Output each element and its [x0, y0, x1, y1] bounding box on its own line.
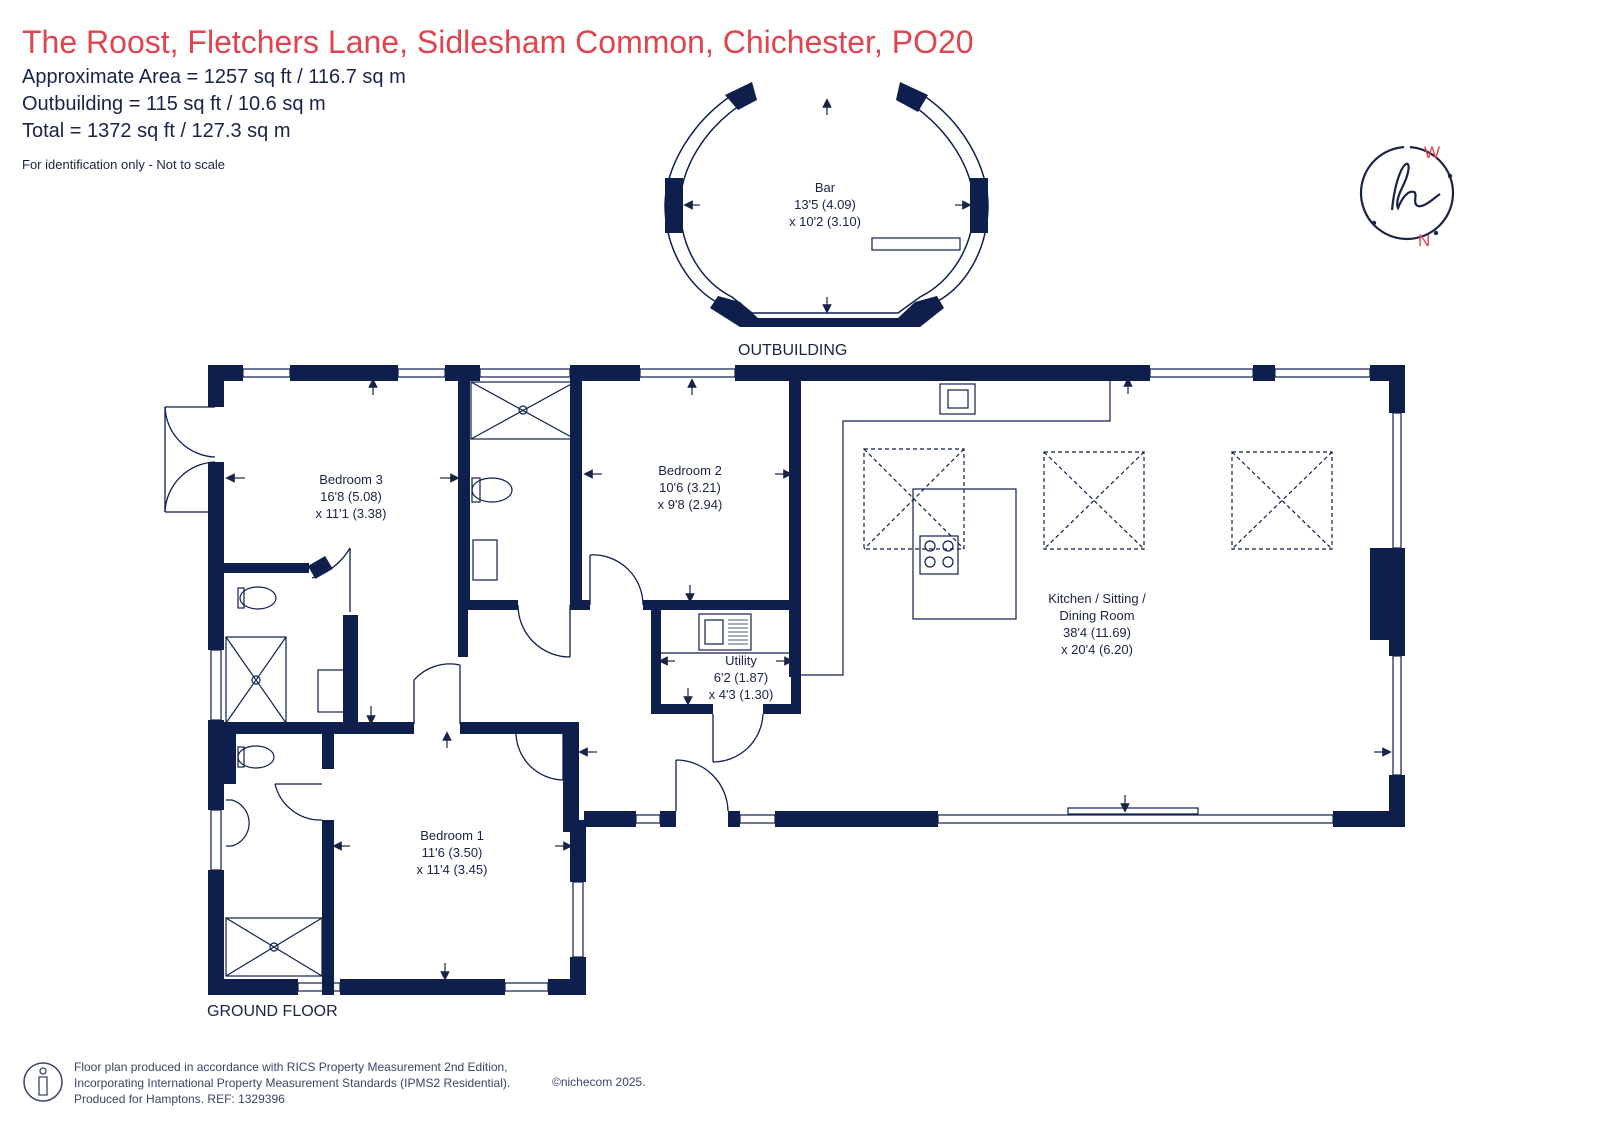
bedroom2-name: Bedroom 2: [658, 463, 722, 478]
footer-text: Floor plan produced in accordance with R…: [74, 1059, 510, 1107]
logo-h-icon: [1390, 162, 1441, 211]
utility-dim2: x 4'3 (1.30): [709, 687, 774, 702]
outbuilding-area: Outbuilding = 115 sq ft / 10.6 sq m: [22, 93, 326, 115]
utility-name: Utility: [725, 653, 757, 668]
bar-name: Bar: [815, 180, 836, 195]
footer-line1: Floor plan produced in accordance with R…: [74, 1060, 508, 1074]
bathroom-fixtures: [225, 381, 791, 977]
bedroom2-dim1: 10'6 (3.21): [659, 480, 721, 495]
approximate-area: Approximate Area = 1257 sq ft / 116.7 sq…: [22, 66, 406, 88]
info-icon: [23, 1062, 63, 1102]
bedroom3-dim1: 16'8 (5.08): [320, 489, 382, 504]
compass-icon: S W E N: [1359, 143, 1455, 250]
kitchen-dim1: 38'4 (11.69): [1063, 625, 1131, 640]
compass-w: W: [1424, 143, 1440, 162]
kitchen-fixtures: [801, 381, 1333, 676]
bedroom1-dim1: 11'6 (3.50): [422, 845, 483, 860]
kitchen-name-line1: Kitchen / Sitting /: [1048, 591, 1146, 606]
utility-dim1: 6'2 (1.87): [714, 670, 769, 685]
bedroom3-dim2: x 11'1 (3.38): [316, 506, 387, 521]
footer-line2: Incorporating International Property Mea…: [74, 1076, 511, 1090]
bar-dim1: 13'5 (4.09): [794, 197, 856, 212]
ground-floor-walls: [208, 365, 1405, 995]
copyright: ©nichecom 2025.: [552, 1075, 646, 1089]
bedroom2-dim2: x 9'8 (2.94): [658, 497, 723, 512]
bar-dim2: x 10'2 (3.10): [789, 214, 861, 229]
outbuilding-bar: Bar 13'5 (4.09) x 10'2 (3.10): [664, 82, 989, 327]
kitchen-dim2: x 20'4 (6.20): [1061, 642, 1133, 657]
total-area: Total = 1372 sq ft / 127.3 sq m: [22, 120, 291, 142]
dimension-arrows: [225, 377, 1392, 981]
room-labels: Bedroom 3 16'8 (5.08) x 11'1 (3.38) Bedr…: [316, 463, 1147, 877]
page-title: The Roost, Fletchers Lane, Sidlesham Com…: [22, 24, 974, 60]
ground-floor-label: GROUND FLOOR: [207, 1003, 338, 1020]
bedroom3-name: Bedroom 3: [319, 472, 383, 487]
identification-note: For identification only - Not to scale: [22, 157, 226, 172]
outbuilding-label: OUTBUILDING: [738, 342, 847, 359]
compass-n: N: [1418, 231, 1430, 250]
footer-line3: Produced for Hamptons. REF: 1329396: [74, 1092, 285, 1106]
bedroom1-dim2: x 11'4 (3.45): [417, 862, 488, 877]
bedroom1-name: Bedroom 1: [420, 828, 484, 843]
kitchen-name-line2: Dining Room: [1059, 608, 1134, 623]
doors: [164, 406, 764, 821]
